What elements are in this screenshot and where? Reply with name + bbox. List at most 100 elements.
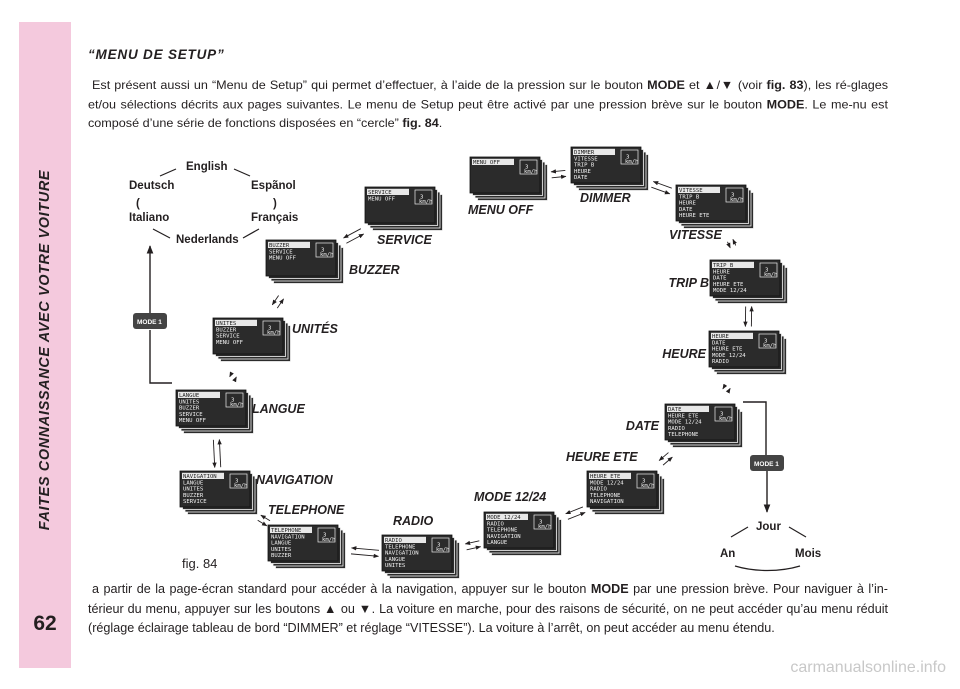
screen-label: HEURE [662,347,706,361]
connector-line [350,553,379,559]
screen-line: DIMMER [574,150,595,156]
connector-line [346,233,365,244]
screen-highlight [711,332,753,339]
screen-badge-digit: 3 [626,155,629,161]
screen-line: TELEPHONE [385,544,416,550]
mode-button-right-label: MODE 1 [754,461,779,468]
screen-line: NAVIGATION [487,534,521,540]
screen-badge-box [620,149,639,165]
connector-line [658,452,669,461]
screen-line: DATE [679,207,693,213]
intro-paragraph: Est présent aussi un “Menu de Setup” qui… [88,76,888,134]
screen-label: RADIO [393,514,434,528]
mode-button-left[interactable] [133,313,167,329]
screen-badge-digit: 3 [720,412,723,418]
screen-badge-digit: 3 [420,195,423,201]
screen-line: BUZZER [179,406,200,412]
screen-badge-digit: 3 [764,339,767,345]
mode-button-right[interactable] [750,455,784,471]
screen-line: HEURE ETE [679,213,710,219]
screen-label: VITESSE [669,228,722,242]
screen-badge-box [414,189,433,205]
screen-label: SERVICE [377,233,433,247]
screen-badge-box [315,242,334,258]
screen-badge-digit: 3 [525,165,528,171]
connector-line [350,546,380,551]
screen-badge-unit: km/h [436,547,449,553]
screen-line: MENU OFF [269,256,297,262]
lang-nederlands: Nederlands [176,234,239,246]
screen-badge-digit: 3 [321,248,324,254]
screen-highlight [486,513,528,520]
screen-line: LANGUE [183,480,204,486]
screen-highlight [573,148,615,155]
connector-line [212,439,217,469]
screen-line: LANGUE [487,540,508,546]
screen-line: HEURE ETE [712,347,743,353]
screen-line: NAVIGATION [271,534,305,540]
screen-line: MODE 12/24 [713,288,747,294]
screen-line: VITESSE [574,156,598,162]
screen-line: SERVICE [368,190,392,196]
screen-label: BUZZER [349,263,400,277]
watermark: carmanualsonline.info [790,659,946,676]
screen-line: RADIO [385,538,402,544]
screen-badge-digit: 3 [268,326,271,332]
screen-stack: MODE 12/24RADIOTELEPHONENAVIGATIONLANGUE… [483,511,562,556]
screen-line: MODE 12/24 [487,515,521,521]
connector-line [217,438,222,468]
screen-label: MENU OFF [468,203,534,217]
screen-badge-box [229,473,248,489]
screen-line: UNITES [216,321,236,327]
screen-highlight [367,188,409,195]
screen-highlight [182,472,224,479]
text-run: et ▲/▼ (voir [684,77,767,92]
text-run: . [438,116,443,131]
screen-label: DIMMER [580,191,631,205]
screen-line: MODE 12/24 [590,480,624,486]
screen-line: UNITES [179,399,199,405]
screen-line: UNITES [183,487,203,493]
connector-line [271,295,279,306]
screen-line: MENU OFF [216,340,244,346]
screen-badge-digit: 3 [765,268,768,274]
screen-line: HEURE [679,201,696,207]
screen-badge-box [533,514,552,530]
mode-button-left-label: MODE 1 [137,319,162,326]
screen-badge-digit: 3 [437,543,440,549]
screen-line: BUZZER [271,553,292,559]
connector-line [565,506,584,515]
bold-run: MODE [647,77,685,92]
screen-line: SERVICE [216,334,240,340]
screen-line: HEURE ETE [590,474,621,480]
screen-badge-unit: km/h [641,483,654,489]
connector-line [276,298,284,309]
screen-line: NAVIGATION [590,499,624,505]
bold-run: MODE [590,582,629,596]
screen-line: RADIO [668,426,685,432]
lang-english: English [186,161,228,173]
section-heading: “MENU DE SETUP” [88,47,225,62]
instructions-paragraph: a partir de la page-écran standard pour … [88,580,888,639]
screen-line: MODE 12/24 [712,353,746,359]
screen-label: TRIP B [668,276,709,290]
screen-badge-box [758,333,777,349]
text-run: Est présent aussi un “Menu de Setup” qui… [92,77,648,92]
screen-badge-unit: km/h [763,343,776,349]
screen-stack: TELEPHONENAVIGATIONLANGUEUNITESBUZZER3km… [267,524,346,569]
screen-line: MENU OFF [179,418,207,424]
date-cycle: Jour An Mois [720,521,821,572]
lang-paren-left: ( [136,198,140,210]
screen-line: TELEPHONE [590,493,621,499]
page-number: 62 [33,612,57,635]
connector-line [232,376,237,383]
screen-line: SERVICE [269,249,293,255]
connector-line [466,545,482,551]
screen-line: UNITES [271,547,291,553]
